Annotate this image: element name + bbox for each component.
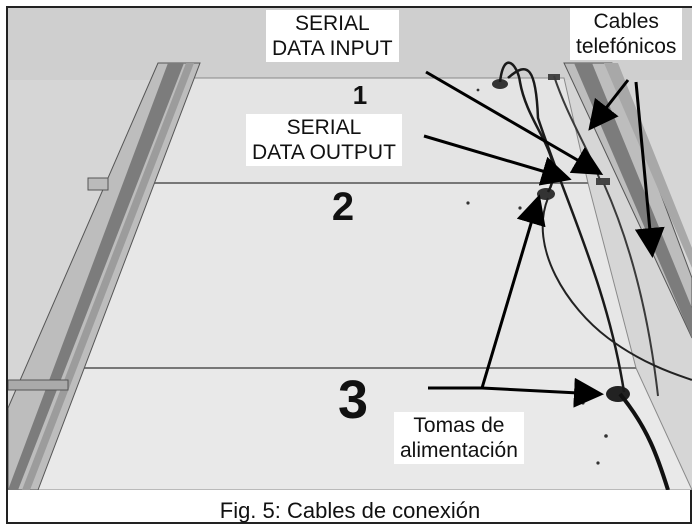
serial-output-label: SERIAL DATA OUTPUT xyxy=(246,114,402,166)
arrow-phone-cable-b xyxy=(634,81,665,258)
serial-input-label-line1: SERIAL xyxy=(294,12,370,35)
power-outlets-label: Tomas de alimentación xyxy=(394,412,524,464)
power-outlets-label-line1: Tomas de xyxy=(413,414,505,437)
arrow-phone-cable-a xyxy=(588,79,630,131)
serial-output-label-line2: DATA OUTPUT xyxy=(252,141,396,164)
serial-output-label-line1: SERIAL xyxy=(286,116,362,139)
serial-input-label: SERIAL DATA INPUT xyxy=(266,10,399,62)
phone-cables-label-line1: Cables xyxy=(593,10,659,33)
arrow-power-b xyxy=(481,377,604,408)
power-outlet-1 xyxy=(492,79,508,89)
diagram-illustration: 1 2 3 xyxy=(8,8,692,490)
power-outlets-label-line2: alimentación xyxy=(400,439,518,462)
arrow-serial-output xyxy=(423,134,572,186)
panel-number-2: 2 xyxy=(332,185,354,229)
phone-jack-2 xyxy=(596,178,610,185)
panel-number-1: 1 xyxy=(353,80,367,110)
connection-diagram: 1 2 3 xyxy=(8,8,692,490)
panel-number-3: 3 xyxy=(338,370,368,430)
serial-input-label-line2: DATA INPUT xyxy=(272,37,393,60)
power-outlet-2 xyxy=(537,188,555,200)
figure-caption: Fig. 5: Cables de conexión xyxy=(219,498,481,523)
phone-cables-label: Cables telefónicos xyxy=(570,8,683,60)
power-cable-3 xyxy=(618,392,670,490)
phone-cables-label-line2: telefónicos xyxy=(576,35,677,58)
arrow-serial-input xyxy=(425,70,604,176)
